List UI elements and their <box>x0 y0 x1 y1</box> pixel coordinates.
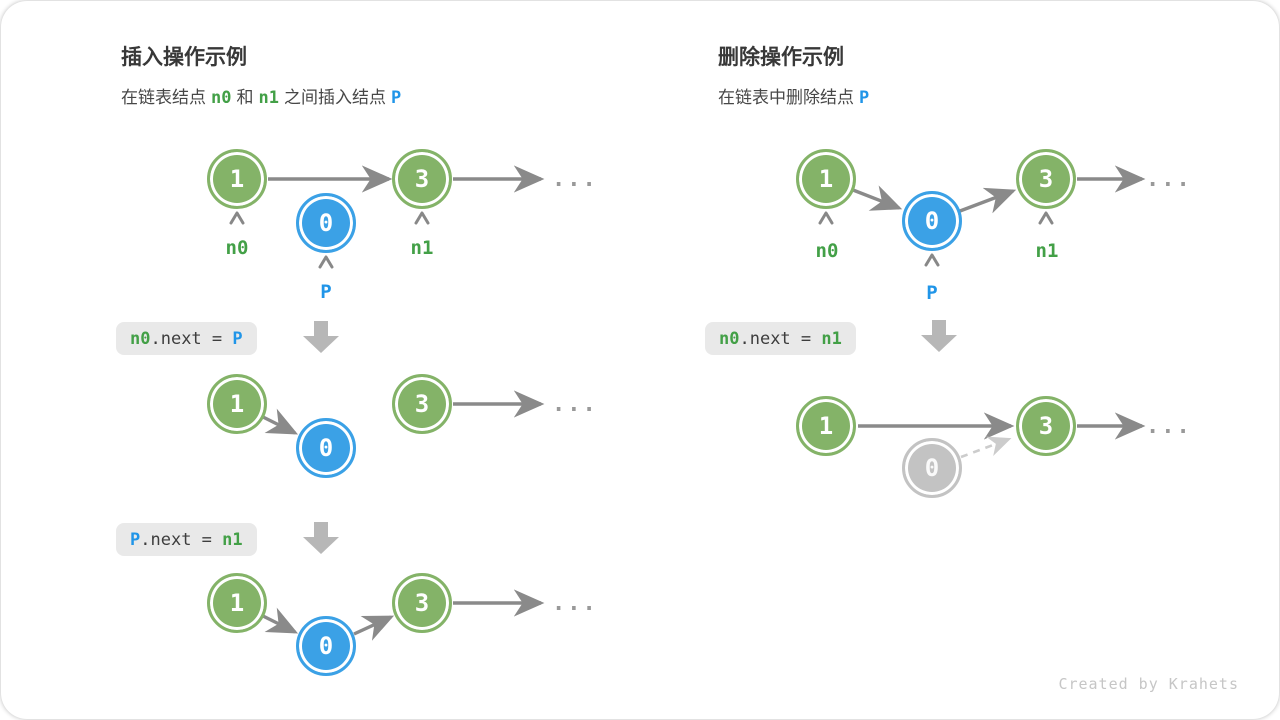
delete-result-node-1: 1 <box>796 396 856 456</box>
delete-result-node-3: 3 <box>1016 396 1076 456</box>
insert-step1-node-0: 0 <box>296 418 356 478</box>
step-down-arrow <box>303 321 339 353</box>
insert-initial-node-0: 0 <box>296 193 356 253</box>
ellipsis: ... <box>552 591 598 616</box>
subtitle-text: 在链表结点 <box>121 88 206 107</box>
insert-final-node-1: 1 <box>207 573 267 633</box>
token-p: P <box>859 88 870 108</box>
code-insert-step1: n0.next = P <box>116 322 257 355</box>
pointer-label-n0: n0 <box>815 240 839 262</box>
delete-initial-node-0: 0 <box>902 191 962 251</box>
code-delete-step1: n0.next = n1 <box>705 322 856 355</box>
delete-panel-subtitle: 在链表中删除结点 P <box>718 83 874 108</box>
ellipsis: ... <box>552 167 598 192</box>
step-down-arrow <box>921 320 957 352</box>
code-lhs: P <box>130 529 141 550</box>
pointer-label-n1: n1 <box>410 237 434 259</box>
subtitle-text: 在链表中删除结点 <box>718 88 854 107</box>
pointer-label-p: P <box>320 281 332 303</box>
insert-step1-node-3: 3 <box>392 374 452 434</box>
insert-initial-node-1: 1 <box>207 149 267 209</box>
delete-removed-node-0: 0 <box>902 438 962 498</box>
insert-step1-node-1: 1 <box>207 374 267 434</box>
delete-initial-node-3: 3 <box>1016 149 1076 209</box>
subtitle-text: 之间插入结点 <box>283 88 386 107</box>
token-n0: n0 <box>211 88 232 108</box>
code-lhs: n0 <box>130 328 151 349</box>
delete-initial-node-1: 1 <box>796 149 856 209</box>
delete-result-arrows <box>858 412 1146 459</box>
code-rhs: n1 <box>821 328 842 349</box>
code-lhs: n0 <box>719 328 740 349</box>
dashed-removed-arrow <box>960 436 1012 459</box>
ellipsis: ... <box>552 392 598 417</box>
token-n1: n1 <box>258 88 279 108</box>
code-rhs: P <box>232 328 243 349</box>
insert-panel-title: 插入操作示例 <box>121 46 247 69</box>
code-op: .next = <box>140 529 223 550</box>
pointer-label-n1: n1 <box>1035 240 1059 262</box>
credit-text: Created by Krahets <box>1058 675 1239 693</box>
code-rhs: n1 <box>222 529 243 550</box>
delete-panel-title: 删除操作示例 <box>718 46 844 69</box>
pointer-label-p: P <box>926 282 938 304</box>
token-p: P <box>390 88 402 108</box>
ellipsis: ... <box>1146 414 1192 439</box>
insert-final-node-0: 0 <box>296 616 356 676</box>
code-insert-step2: P.next = n1 <box>116 523 257 556</box>
pointer-label-n0: n0 <box>225 237 249 259</box>
code-op: .next = <box>150 328 233 349</box>
subtitle-text: 和 <box>236 88 254 107</box>
step-down-arrow <box>303 522 339 554</box>
ellipsis: ... <box>1146 167 1192 192</box>
delete-initial-arrows <box>852 165 1146 214</box>
insert-final-node-3: 3 <box>392 573 452 633</box>
code-op: .next = <box>739 328 822 349</box>
insert-initial-node-3: 3 <box>392 149 452 209</box>
